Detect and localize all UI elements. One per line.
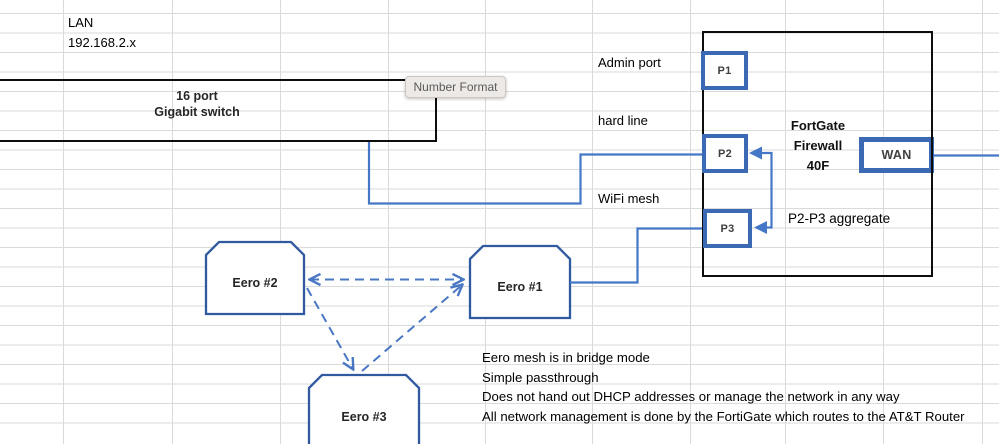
note-line: Simple passthrough (482, 369, 599, 385)
gigabit-switch-shape[interactable] (0, 79, 437, 142)
port-p1-shape[interactable]: P1 (701, 51, 748, 90)
firewall-label-line2: Firewall (793, 138, 843, 153)
wan-port-label: WAN (881, 148, 912, 162)
gridline-vertical (485, 0, 486, 444)
port-p2-label: P2 (717, 147, 733, 160)
lan-subnet: 192.168.2.x (68, 35, 136, 50)
eero3-shape[interactable] (307, 373, 421, 444)
note-line: Does not hand out DHCP addresses or mana… (482, 389, 900, 404)
note-line: Eero mesh is in bridge mode (482, 350, 650, 365)
mesh-link-eero2-eero3[interactable] (306, 287, 353, 369)
number-format-tooltip: Number Format (405, 76, 506, 98)
firewall-label-line1: FortGate (790, 118, 846, 133)
port-p3-label: P3 (720, 222, 735, 235)
connector-eero1-to-p3[interactable] (570, 227, 703, 284)
eero1-shape[interactable] (468, 244, 572, 320)
gridline-vertical (982, 0, 983, 444)
eero1-label: Eero #1 (497, 280, 543, 294)
hard-line-label: hard line (598, 113, 648, 128)
eero2-shape[interactable] (204, 240, 306, 316)
gridline-vertical (172, 0, 173, 444)
wifi-mesh-label: WiFi mesh (598, 191, 660, 206)
eero2-label: Eero #2 (232, 276, 278, 290)
gridline-vertical (592, 0, 593, 444)
connector-switch-to-p2[interactable] (367, 142, 703, 205)
port-p2-shape[interactable]: P2 (702, 134, 748, 173)
port-p1-label: P1 (717, 64, 732, 77)
lan-title: LAN (68, 15, 94, 30)
gridline-vertical (388, 0, 389, 444)
firewall-label-line3: 40F (806, 158, 830, 173)
connector-p2-p3-aggregate[interactable] (749, 146, 773, 235)
notes-block: Eero mesh is in bridge mode Simple passt… (482, 348, 965, 426)
port-p3-shape[interactable]: P3 (703, 209, 752, 248)
gridline-vertical (280, 0, 281, 444)
switch-label-line1: 16 port (176, 89, 218, 103)
gigabit-switch-label: 16 port Gigabit switch (117, 89, 277, 120)
fortigate-firewall-label: FortGate Firewall 40F (758, 116, 878, 176)
gridline-vertical (690, 0, 691, 444)
gridline-vertical (63, 0, 64, 444)
gridline-vertical (785, 0, 786, 444)
note-line: All network management is done by the Fo… (482, 408, 965, 424)
tooltip-text: Number Format (413, 80, 498, 94)
mesh-link-eero3-eero1[interactable] (361, 285, 462, 372)
aggregate-label: P2-P3 aggregate (788, 211, 891, 226)
eero3-label: Eero #3 (341, 410, 387, 424)
gridline-vertical (883, 0, 884, 444)
switch-label-line2: Gigabit switch (154, 104, 240, 119)
admin-port-label: Admin port (598, 55, 661, 70)
